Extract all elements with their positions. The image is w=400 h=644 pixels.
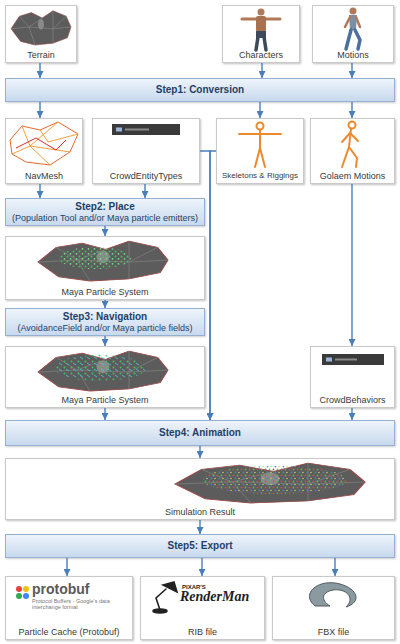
- thumbnail-box: Maya Particle System: [5, 236, 205, 300]
- flow-arrow: [39, 184, 40, 198]
- step-title: Step5: Export: [167, 540, 232, 552]
- step-band: Step1: Conversion: [5, 78, 395, 102]
- node-label: Simulation Result: [165, 507, 235, 517]
- flow-arrow: [104, 300, 105, 308]
- node-label: Characters: [239, 50, 283, 60]
- thumbnail-box: Terrain: [5, 5, 77, 63]
- flow-arrow: [104, 226, 105, 236]
- thumbnail-box: CrowdBehaviors: [310, 346, 395, 408]
- thumbnail-box: FBX file: [272, 576, 395, 640]
- flow-arrow: [39, 63, 40, 78]
- node-label: RIB file: [188, 627, 217, 637]
- thumbnail-box: Motions: [312, 5, 394, 63]
- flow-arrow: [104, 336, 105, 346]
- thumbnail-box: CrowdEntityTypes: [92, 118, 200, 184]
- flow-arrow: [259, 102, 260, 118]
- node-label: Skeletons & Riggings: [222, 171, 298, 181]
- thumbnail-box: Simulation Result: [5, 458, 395, 520]
- flow-arrow: [66, 558, 67, 576]
- thumbnail-box: Golaem Motions: [310, 118, 395, 184]
- node-label: FBX file: [318, 627, 350, 637]
- node-label: CrowdBehaviors: [319, 395, 385, 405]
- logo-text: protobuf: [32, 582, 104, 597]
- thumbnail-box: Characters: [222, 5, 300, 63]
- flow-arrow: [351, 102, 352, 118]
- flow-arrow: [210, 151, 216, 420]
- thumbnail-box: Skeletons & Riggings: [216, 118, 304, 184]
- node-label: NavMesh: [25, 171, 63, 181]
- step-title: Step1: Conversion: [156, 84, 244, 96]
- step-band: Step4: Animation: [5, 420, 395, 446]
- thumbnail-box: NavMesh: [5, 118, 83, 184]
- step-band: Step2: Place(Population Tool and/or Maya…: [5, 198, 205, 226]
- logo-text: Protocol Buffers - Google's data interch…: [32, 599, 128, 611]
- node-label: Maya Particle System: [61, 287, 148, 297]
- step-band: Step3: Navigation(AvoidanceField and/or …: [5, 308, 205, 336]
- step-title: Step2: Place: [75, 201, 134, 213]
- node-label: Particle Cache (Protobuf): [18, 627, 119, 637]
- logo-text: RenderMan: [180, 590, 264, 605]
- flow-arrow: [261, 63, 262, 78]
- flow-arrow: [39, 102, 40, 118]
- flow-arrow: [334, 558, 335, 576]
- flow-arrow: [104, 408, 105, 420]
- step-subtitle: (Population Tool and/or Maya particle em…: [12, 213, 198, 224]
- step-title: Step4: Animation: [159, 427, 241, 439]
- thumbnail-box: Maya Particle System: [5, 346, 205, 408]
- node-label: Motions: [337, 50, 369, 60]
- node-label: Maya Particle System: [61, 395, 148, 405]
- step-title: Step3: Navigation: [63, 311, 147, 323]
- flow-arrow: [144, 184, 145, 198]
- flow-arrow: [199, 520, 200, 534]
- flow-arrow: [199, 446, 200, 458]
- node-label: Terrain: [27, 50, 55, 60]
- node-label: CrowdEntityTypes: [110, 171, 183, 181]
- step-subtitle: (AvoidanceField and/or Maya particle fie…: [18, 323, 193, 334]
- flow-arrow: [351, 63, 352, 78]
- flow-arrow: [201, 558, 202, 576]
- node-label: Golaem Motions: [320, 171, 386, 181]
- flow-arrow: [351, 184, 352, 346]
- step-band: Step5: Export: [5, 534, 395, 558]
- flow-arrow: [351, 408, 352, 420]
